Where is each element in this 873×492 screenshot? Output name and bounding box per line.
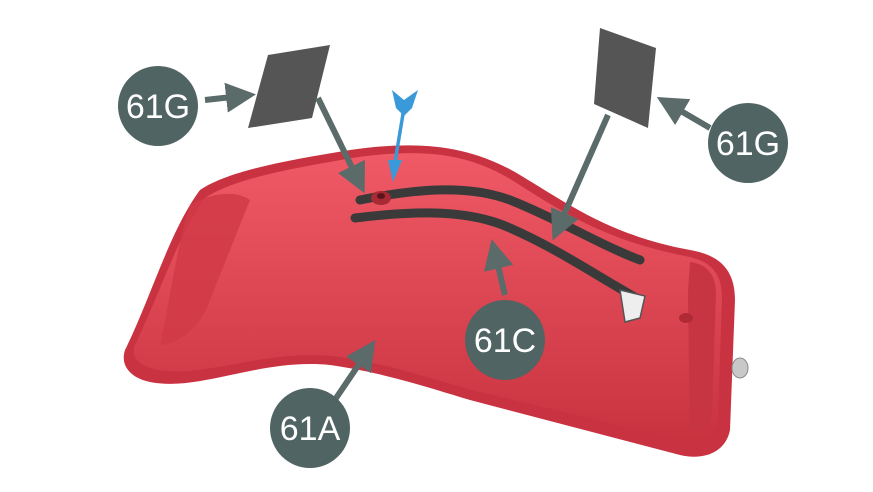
callout-61g-right-label: 61G [716, 125, 780, 163]
arrow-61g-left-pad [315, 96, 365, 194]
callout-61a-circle [270, 388, 350, 468]
blue-marker-shaft [393, 107, 406, 163]
callout-61a-label: 61A [280, 410, 341, 448]
arrow-61g-left-label [204, 82, 256, 113]
spring-61c-post-hole [377, 193, 385, 199]
blue-marker-arrow [388, 90, 418, 182]
callout-61g-right-circle [708, 103, 788, 183]
pad-61g-right [594, 28, 656, 128]
part-61a-right-wall [688, 262, 716, 431]
pad-61g-left [248, 45, 330, 128]
pads-61g [248, 28, 656, 128]
arrow-61g-right-label [656, 96, 712, 131]
arrow-61c [484, 239, 514, 296]
part-61a-left-recess [160, 193, 250, 345]
arrow-61g-right-pad [550, 113, 611, 241]
callout-61c-circle [465, 300, 545, 380]
callout-61g-left: 61G [118, 66, 198, 146]
part-61a-post [679, 313, 693, 323]
callout-61g-left-circle [118, 66, 198, 146]
spring-61c-end-clips [619, 289, 646, 323]
spring-61c [350, 185, 646, 323]
spring-61c-lower [350, 208, 645, 305]
callout-61g-left-label: 61G [126, 88, 190, 126]
blue-marker-head [388, 160, 402, 182]
callout-61c-label: 61C [474, 322, 536, 360]
callout-61g-right: 61G [708, 103, 788, 183]
callout-61c: 61C [465, 300, 545, 380]
part-61a-pin [731, 357, 749, 379]
spring-61c-upper [355, 185, 645, 265]
blue-marker-tail [392, 90, 418, 116]
callout-61a: 61A [270, 388, 350, 468]
